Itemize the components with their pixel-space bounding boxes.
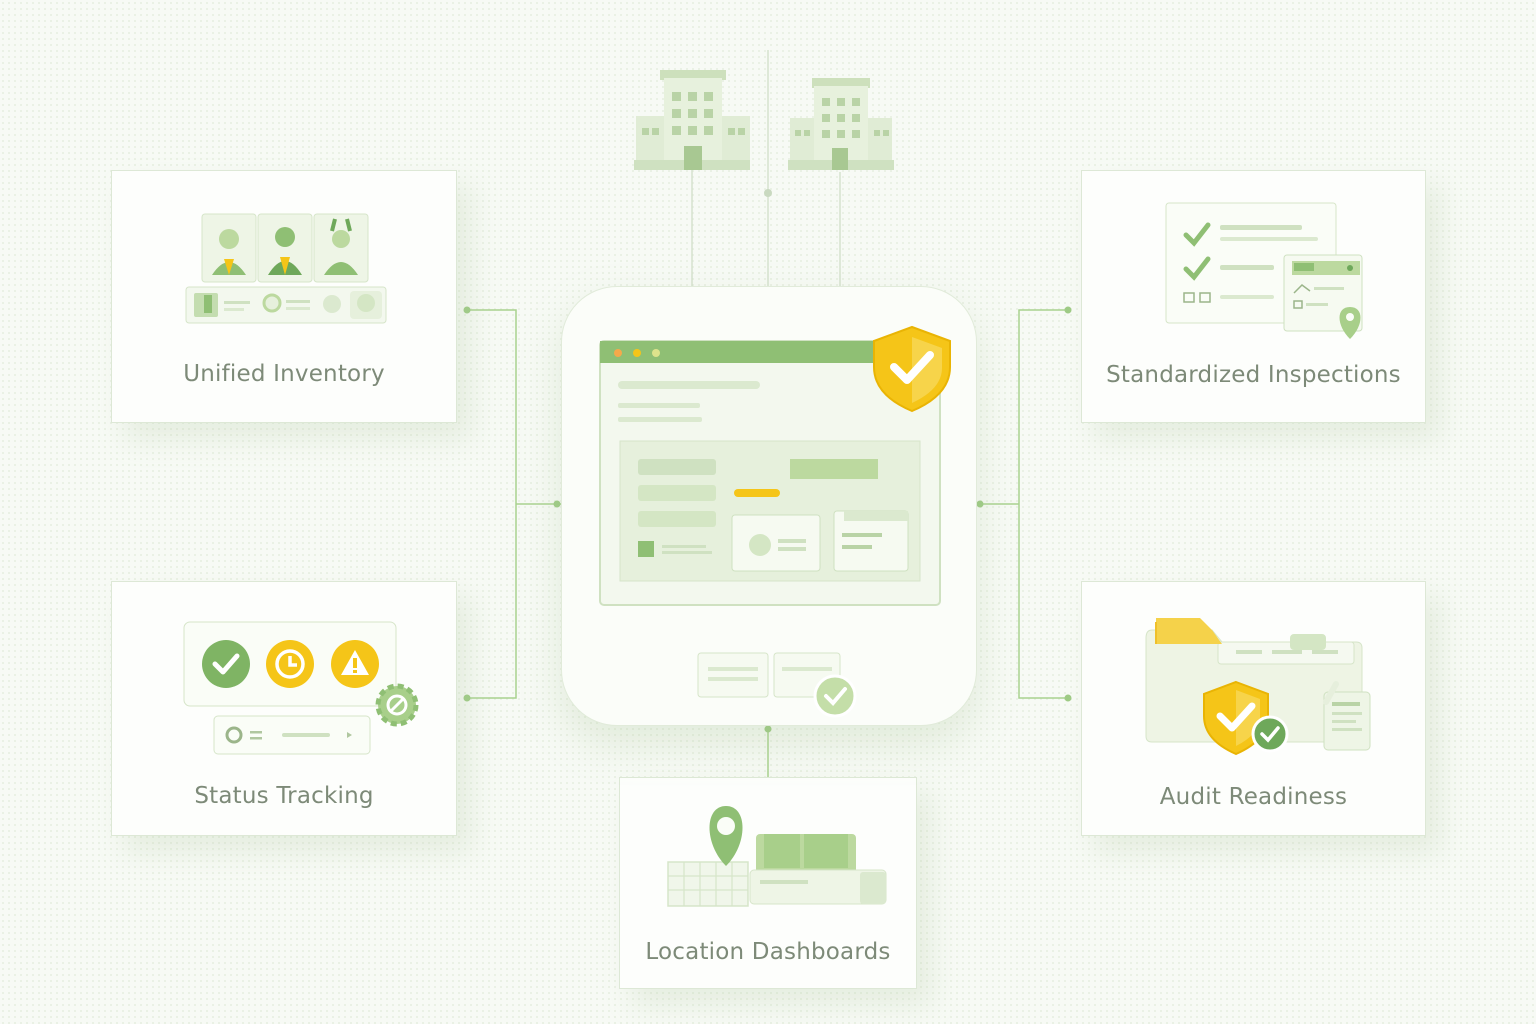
card-location-dashboards: Location Dashboards <box>619 777 917 989</box>
building-icon <box>634 70 750 170</box>
checklist-icon <box>1165 202 1363 339</box>
clock-icon <box>266 640 314 688</box>
dashboard-window <box>599 340 941 606</box>
building-icon <box>788 78 894 170</box>
gear-icon <box>375 683 419 727</box>
card-label: Audit Readiness <box>1159 784 1348 810</box>
shield-check-icon <box>873 325 951 413</box>
map-location-icon <box>667 806 887 907</box>
warning-icon <box>331 640 379 688</box>
check-circle-icon <box>1251 715 1289 753</box>
card-label: Standardized Inspections <box>1106 362 1401 388</box>
card-unified-inventory: Unified Inventory <box>111 170 457 423</box>
card-label: Status Tracking <box>194 783 374 809</box>
people-inventory-icon <box>185 213 387 324</box>
card-standardized-inspections: Standardized Inspections <box>1081 170 1426 423</box>
card-status-tracking: Status Tracking <box>111 581 457 836</box>
check-circle-icon <box>202 640 250 688</box>
folder-shield-icon <box>1145 618 1371 751</box>
card-label: Unified Inventory <box>183 361 385 387</box>
central-hub <box>561 286 977 726</box>
check-circle-icon <box>813 674 857 718</box>
card-label: Location Dashboards <box>645 939 891 965</box>
card-audit-readiness: Audit Readiness <box>1081 581 1426 836</box>
